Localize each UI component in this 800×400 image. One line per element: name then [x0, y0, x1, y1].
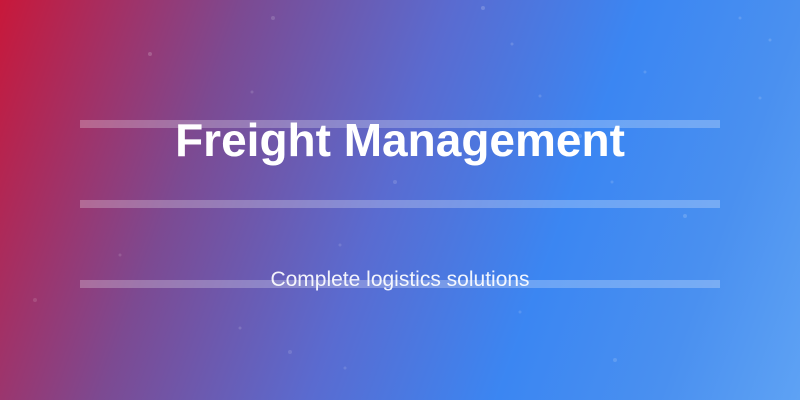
particle [613, 358, 617, 362]
particle [238, 326, 242, 330]
particle [393, 180, 397, 184]
particle [758, 96, 762, 100]
particle [33, 298, 37, 302]
banner-title: Freight Management [175, 114, 625, 166]
particle [271, 16, 275, 20]
particle [250, 90, 254, 94]
particle [148, 52, 152, 56]
particle [338, 243, 342, 247]
particle [610, 180, 614, 184]
particle [288, 350, 292, 354]
particle [738, 16, 742, 20]
particle [481, 6, 485, 10]
banner-subtitle: Complete logistics solutions [270, 268, 530, 291]
particle [538, 94, 542, 98]
decorative-stripe [80, 120, 720, 128]
particle [343, 366, 347, 370]
particle [118, 253, 122, 257]
particle [518, 310, 522, 314]
decorative-stripe [80, 280, 720, 288]
particle [683, 214, 687, 218]
particle [578, 134, 582, 138]
particle [643, 70, 647, 74]
decorative-stripe [80, 200, 720, 208]
particle [768, 38, 772, 42]
particle [510, 42, 514, 46]
